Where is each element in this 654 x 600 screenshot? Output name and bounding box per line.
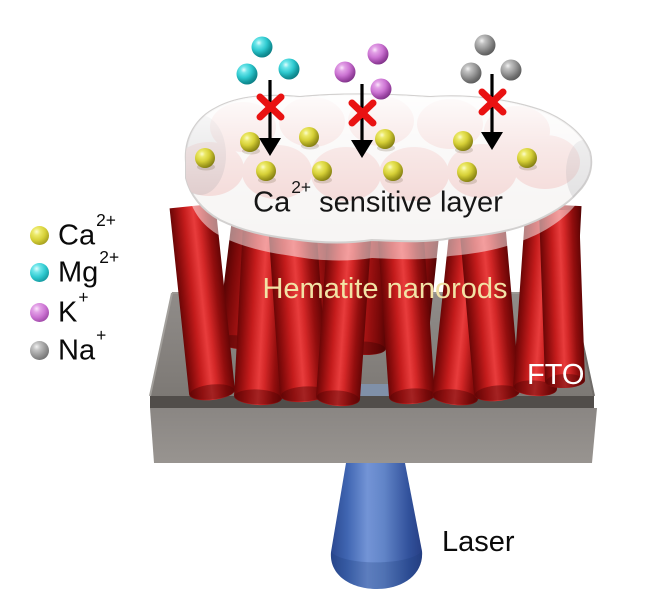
fto-label: FTO (527, 359, 585, 391)
calcium-ions-on-layer (195, 127, 537, 185)
blocked-cross-icons (256, 88, 507, 127)
nanorods-label: Hematite nanorods (262, 273, 508, 305)
magnesium-ion-cluster (236, 36, 300, 85)
potassium-ion-icon (370, 78, 392, 100)
magnesium-ion-icon (278, 58, 300, 80)
arrow-head (351, 140, 373, 158)
calcium-ion-icon (375, 129, 395, 152)
substrate-left-edge (149, 292, 173, 397)
nanorod (539, 209, 585, 389)
sodium-ion-icon (460, 62, 482, 84)
nanorod (169, 203, 235, 401)
laser-label: Laser (442, 526, 515, 558)
calcium-ion-icon (383, 161, 403, 184)
substrate-front-face (150, 408, 597, 463)
calcium-ion-icon (30, 225, 49, 245)
legend-item-potassium: K+ (30, 286, 89, 329)
magnesium-ion-icon (30, 262, 49, 282)
laser-spot-through-substrate (355, 384, 393, 397)
legend-label: Ca2+ (58, 209, 116, 252)
legend-label: Na+ (58, 324, 107, 367)
calcium-ion-icon (256, 161, 276, 184)
calcium-ion-icon (195, 148, 215, 171)
magnesium-ion-icon (251, 36, 273, 58)
sodium-ion-cluster (460, 34, 522, 84)
sodium-ion-icon (500, 59, 522, 81)
sensitive-layer-label: Ca2+ sensitive layer (253, 177, 503, 219)
potassium-ion-icon (30, 302, 49, 322)
arrow-head (259, 138, 281, 156)
potassium-ion-cluster (334, 43, 392, 100)
calcium-ion-icon (457, 162, 477, 185)
blocked-cross-icon (478, 88, 507, 116)
laser-cone-bottom-rim (330, 551, 423, 589)
calcium-ion-icon (453, 131, 473, 154)
sodium-ion-icon (30, 340, 49, 360)
calcium-ion-icon (299, 127, 319, 150)
legend-item-sodium: Na+ (30, 324, 107, 367)
potassium-ion-icon (367, 43, 389, 65)
arrow-head (481, 132, 503, 150)
blocked-cross-icon (256, 93, 285, 121)
blocked-cross-icon (348, 99, 377, 127)
legend-item-calcium: Ca2+ (30, 209, 116, 252)
potassium-ion-icon (334, 61, 356, 83)
calcium-ion-icon (312, 161, 332, 184)
legend-label: Mg2+ (58, 246, 120, 289)
calcium-ion-icon (240, 132, 260, 155)
legend-item-magnesium: Mg2+ (30, 246, 120, 289)
laser-beam-cone (330, 463, 423, 589)
sodium-ion-icon (474, 34, 496, 56)
magnesium-ion-icon (236, 63, 258, 85)
nanorod-tops (185, 94, 592, 243)
legend-label: K+ (58, 286, 89, 329)
calcium-ion-icon (517, 148, 537, 171)
